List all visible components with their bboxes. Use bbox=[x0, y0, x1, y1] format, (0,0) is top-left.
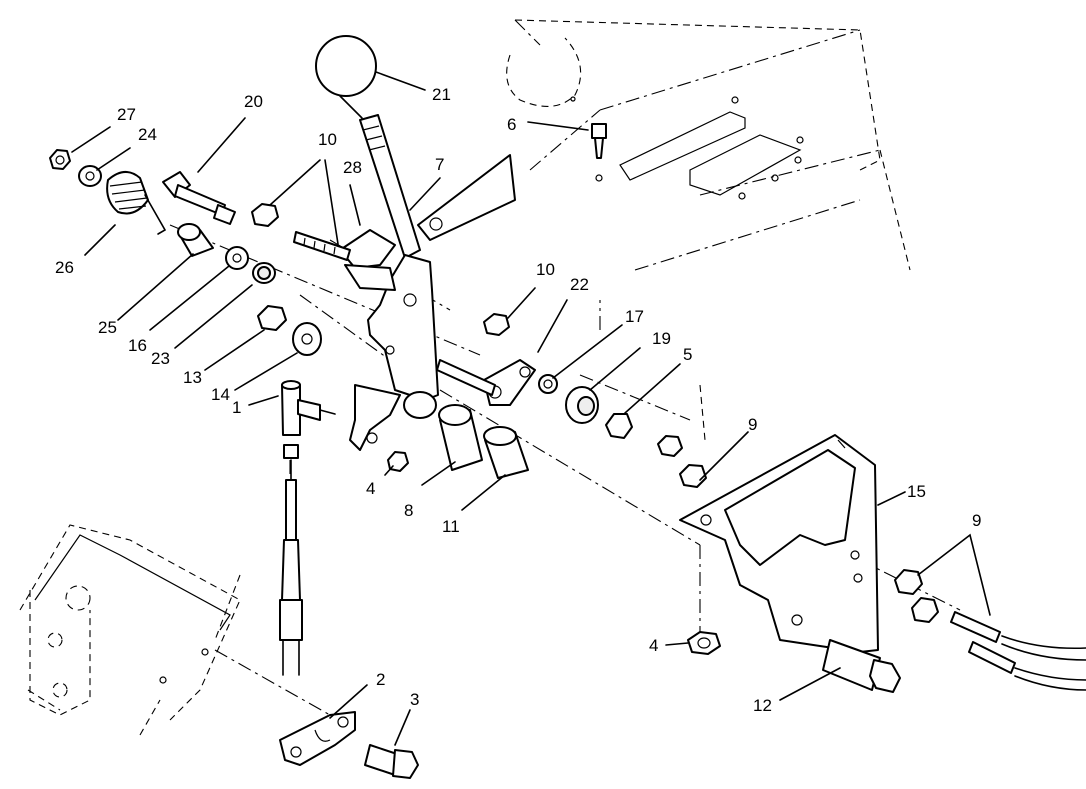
shift-plate-15 bbox=[679, 434, 879, 653]
callout-26: 26 bbox=[55, 258, 74, 277]
callout-17: 17 bbox=[625, 307, 644, 326]
left-bracket-phantom bbox=[19, 524, 241, 736]
callout-3: 3 bbox=[410, 690, 419, 709]
chassis-phantom bbox=[506, 19, 911, 441]
leader-lines bbox=[71, 71, 991, 746]
callout-27: 27 bbox=[117, 105, 136, 124]
hex-nut-9-lower bbox=[894, 569, 939, 623]
lock-nut-4-lower bbox=[687, 631, 721, 655]
hex-nut-27 bbox=[49, 149, 71, 170]
hex-nut-5 bbox=[605, 413, 633, 439]
callout-14: 14 bbox=[211, 385, 230, 404]
hex-bolt-3 bbox=[364, 744, 419, 779]
washer-16 bbox=[225, 246, 249, 270]
callout-10-upper: 10 bbox=[318, 130, 337, 149]
callout-12: 12 bbox=[753, 696, 772, 715]
callout-labels: 27 24 20 10 28 7 21 6 26 25 16 23 13 14 … bbox=[55, 85, 981, 715]
hex-nut-10-right bbox=[483, 313, 510, 336]
cable-clamp-2 bbox=[279, 711, 356, 766]
callout-11: 11 bbox=[442, 517, 460, 536]
callout-24: 24 bbox=[138, 125, 157, 144]
callout-1: 1 bbox=[232, 398, 241, 417]
shoulder-bolt-20 bbox=[162, 171, 236, 225]
callout-28: 28 bbox=[343, 158, 362, 177]
callout-22: 22 bbox=[570, 275, 589, 294]
sleeve-8 bbox=[438, 404, 483, 471]
torsion-spring-26 bbox=[106, 171, 167, 235]
callout-7: 7 bbox=[435, 155, 444, 174]
callout-13: 13 bbox=[183, 368, 202, 387]
control-cable bbox=[279, 444, 303, 676]
callout-6: 6 bbox=[507, 115, 516, 134]
hex-nut-10-upper bbox=[251, 203, 279, 227]
screw-6 bbox=[591, 123, 607, 182]
spacer-25 bbox=[177, 223, 214, 257]
cable-pivot-1 bbox=[281, 380, 336, 436]
stud-bolt-10 bbox=[293, 231, 351, 261]
link-plate-22 bbox=[436, 359, 536, 406]
washer-14 bbox=[292, 322, 322, 356]
spacer-19 bbox=[565, 386, 599, 424]
shift-knob-21 bbox=[315, 35, 377, 119]
washer-17 bbox=[538, 374, 558, 394]
bushing-23 bbox=[252, 262, 276, 284]
callout-4-lower: 4 bbox=[649, 636, 658, 655]
callout-8: 8 bbox=[404, 501, 413, 520]
callout-10-right: 10 bbox=[536, 260, 555, 279]
callout-2: 2 bbox=[376, 670, 385, 689]
washer-24 bbox=[78, 165, 102, 187]
callout-5: 5 bbox=[683, 345, 692, 364]
hex-nut-13 bbox=[257, 305, 287, 331]
callout-19: 19 bbox=[652, 329, 671, 348]
callout-15: 15 bbox=[907, 482, 926, 501]
callout-9-lower: 9 bbox=[972, 511, 981, 530]
sleeve-11 bbox=[483, 426, 529, 479]
throttle-cables-9 bbox=[950, 611, 1086, 691]
callout-20: 20 bbox=[244, 92, 263, 111]
callout-21: 21 bbox=[432, 85, 451, 104]
callout-16: 16 bbox=[128, 336, 147, 355]
hex-nut-9-upper bbox=[657, 435, 707, 488]
callout-23: 23 bbox=[151, 349, 170, 368]
callout-4-upper: 4 bbox=[366, 479, 375, 498]
callout-9-upper: 9 bbox=[748, 415, 757, 434]
callout-25: 25 bbox=[98, 318, 117, 337]
lever-bracket-28 bbox=[339, 229, 396, 291]
hex-bolt-12 bbox=[822, 639, 901, 693]
shift-lever-7 bbox=[349, 114, 516, 451]
